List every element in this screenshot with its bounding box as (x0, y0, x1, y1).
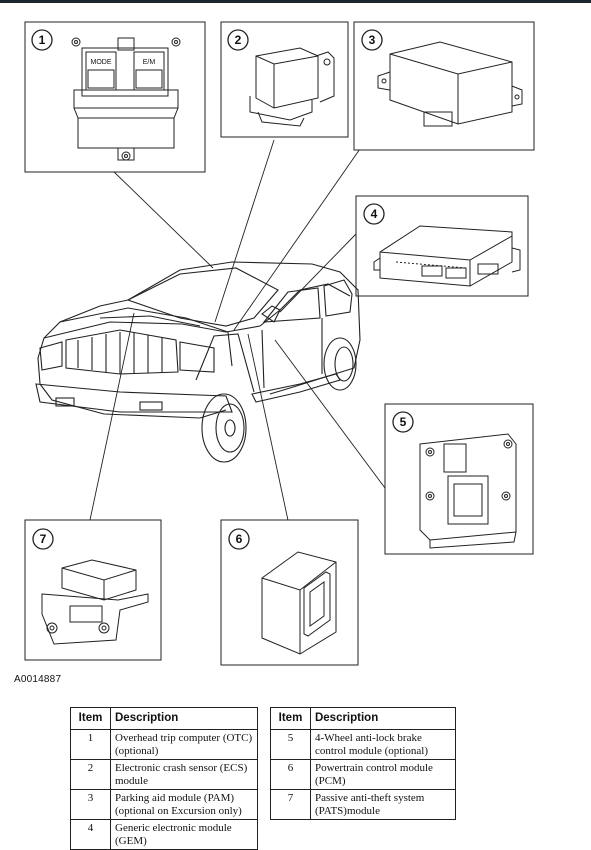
callout-number-7: 7 (40, 532, 47, 546)
table-row: 7 Passive anti-theft system (PATS)module (270, 789, 457, 820)
vehicle-illustration (35, 261, 361, 463)
callout-5 (392, 411, 414, 433)
callout-3 (361, 29, 383, 51)
item-description: Passive anti-theft system (PATS)module (309, 789, 457, 820)
callout-2 (227, 29, 249, 51)
header-item: Item (270, 707, 311, 730)
table-row: 6 Powertrain control module (PCM) (270, 759, 457, 790)
table-row: 5 4-Wheel anti-lock brake control module… (270, 729, 457, 760)
callout-number-6: 6 (236, 532, 243, 546)
module-box-5 (384, 403, 534, 555)
vehicle-module-location-diagram: 1 2 3 4 5 6 7 MODE E/M (24, 21, 535, 666)
module-box-3 (353, 21, 535, 151)
figure-id: A0014887 (14, 674, 62, 685)
module-box-2 (220, 21, 349, 138)
leader-lines (89, 139, 386, 526)
item-number: 3 (70, 789, 111, 820)
callout-number-3: 3 (369, 33, 376, 47)
otc-em-label: E/M (143, 59, 156, 66)
table-row: 2 Electronic crash sensor (ECS) module (70, 759, 258, 790)
module-box-7 (24, 519, 162, 661)
callout-number-5: 5 (400, 415, 407, 429)
module-box-6 (220, 519, 359, 666)
module-box-1 (24, 21, 206, 173)
top-rule (0, 0, 591, 3)
callout-7 (32, 528, 54, 550)
item-number: 4 (70, 819, 111, 850)
item-number: 2 (70, 759, 111, 790)
header-description: Description (110, 707, 258, 730)
module-table-left: Item Description 1 Overhead trip compute… (70, 707, 258, 850)
item-number: 1 (70, 729, 111, 760)
item-number: 7 (270, 789, 311, 820)
item-description: Overhead trip computer (OTC) (optional) (110, 729, 258, 760)
item-number: 6 (270, 759, 311, 790)
item-number: 5 (270, 729, 311, 760)
otc-mode-label: MODE (91, 59, 112, 66)
callout-number-2: 2 (235, 33, 242, 47)
callout-number-1: 1 (39, 33, 46, 47)
callout-4 (363, 203, 385, 225)
header-description: Description (309, 707, 457, 730)
item-description: Parking aid module (PAM) (optional on Ex… (110, 789, 258, 820)
table-row: 3 Parking aid module (PAM) (optional on … (70, 789, 258, 820)
table-row: 1 Overhead trip computer (OTC) (optional… (70, 729, 258, 760)
item-description: Generic electronic module (GEM) (110, 819, 258, 850)
module-box-4 (355, 195, 529, 297)
callout-number-4: 4 (371, 207, 378, 221)
item-description: Powertrain control module (PCM) (309, 759, 457, 790)
callout-6 (228, 528, 250, 550)
module-table-right: Item Description 5 4-Wheel anti-lock bra… (270, 707, 457, 820)
callout-1 (31, 29, 53, 51)
item-description: Electronic crash sensor (ECS) module (110, 759, 258, 790)
item-description: 4-Wheel anti-lock brake control module (… (309, 729, 457, 760)
header-item: Item (70, 707, 111, 730)
table-row: 4 Generic electronic module (GEM) (70, 819, 258, 850)
